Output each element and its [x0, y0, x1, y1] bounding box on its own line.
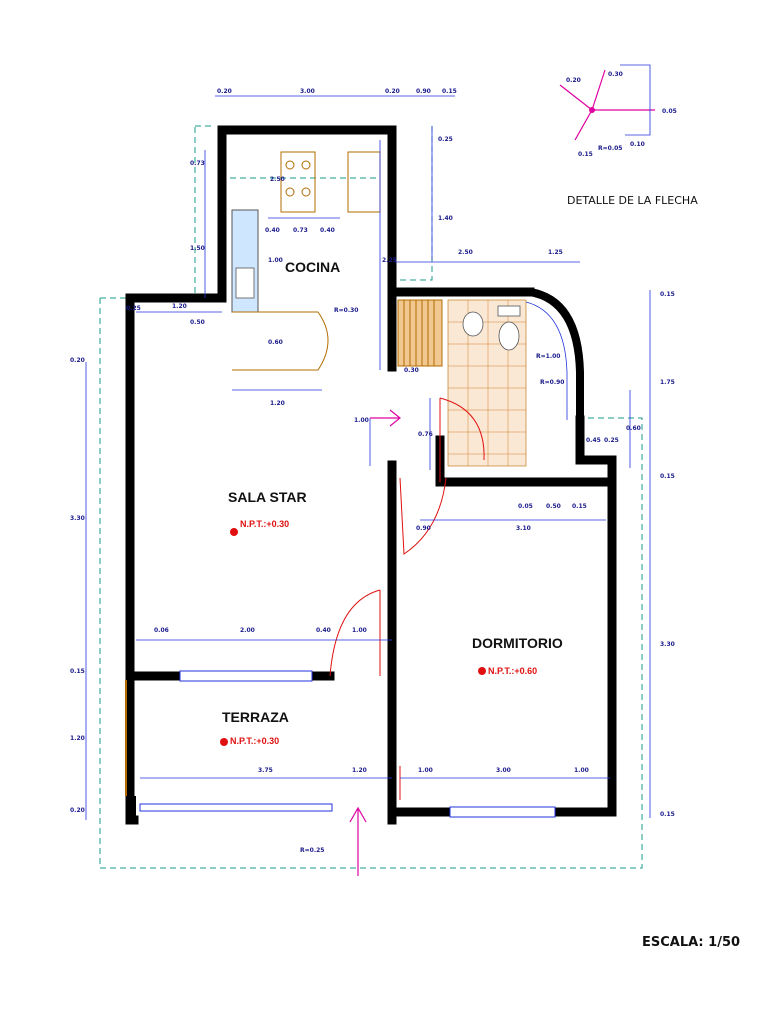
dim-label: 0.60 [626, 425, 641, 432]
dim-label: 2.00 [240, 627, 255, 634]
walls [125, 125, 617, 825]
dim-label: 1.25 [548, 249, 563, 256]
level-sala: N.P.T.:+0.30 [240, 519, 289, 529]
dim-label: 3.10 [516, 525, 531, 532]
dim-label: 0.30 [608, 71, 623, 78]
dim-label: R=0.30 [334, 307, 358, 314]
dim-label: 0.10 [630, 141, 645, 148]
dim-label: 2.50 [458, 249, 473, 256]
dim-label: 0.45 [586, 437, 601, 444]
dim-label: 3.00 [496, 767, 511, 774]
dim-label: 0.15 [660, 291, 675, 298]
terraza-post [126, 796, 136, 818]
stairs [397, 299, 443, 367]
dim-label: 3.30 [660, 641, 675, 648]
dim-label: 0.06 [154, 627, 169, 634]
dim-label: 1.20 [352, 767, 367, 774]
dim-label: 0.15 [578, 151, 593, 158]
curved-wall [529, 288, 584, 420]
dim-label: 0.60 [268, 339, 283, 346]
dim-label: 3.00 [300, 88, 315, 95]
dim-label: 1.20 [172, 303, 187, 310]
dim-label: 0.15 [442, 88, 457, 95]
dim-label: 0.15 [572, 503, 587, 510]
room-cocina: COCINA [285, 259, 340, 275]
dim-label: 0.25 [438, 136, 453, 143]
dim-label: R=0.90 [540, 379, 564, 386]
dim-label: 1.00 [268, 257, 283, 264]
dim-label: 0.15 [660, 473, 675, 480]
kitchen-sink [231, 209, 259, 313]
dim-label: 0.76 [418, 431, 433, 438]
dim-label: 0.25 [126, 305, 141, 312]
room-sala: SALA STAR [228, 489, 307, 505]
stove [280, 151, 381, 213]
curved-wall-inner [525, 301, 568, 420]
dim-label: 0.40 [316, 627, 331, 634]
kitchen-counter [232, 311, 329, 371]
bathroom-tiles [447, 299, 527, 467]
level-terraza: N.P.T.:+0.30 [230, 736, 279, 746]
dim-label: 0.20 [70, 357, 85, 364]
dim-label: 1.00 [352, 627, 367, 634]
dim-label: 0.15 [660, 811, 675, 818]
dimension-labels: 0.20 3.00 0.20 0.90 0.15 0.73 2.50 0.40 … [70, 71, 677, 854]
detail-caption: DETALLE DE LA FLECHA [567, 194, 698, 207]
level-dormitorio: N.P.T.:+0.60 [488, 666, 537, 676]
dim-label: 0.20 [385, 88, 400, 95]
dim-label: 1.75 [660, 379, 675, 386]
dim-label: 0.15 [70, 668, 85, 675]
dim-label: 3.75 [258, 767, 273, 774]
dim-label: 1.40 [438, 215, 453, 222]
dim-label: 0.50 [190, 319, 205, 326]
dim-label: 1.20 [70, 735, 85, 742]
dim-label: 0.40 [320, 227, 335, 234]
dim-label: 1.00 [354, 417, 369, 424]
dim-label: R=0.25 [300, 847, 324, 854]
scale-label: ESCALA: 1/50 [642, 935, 740, 950]
dim-label: 0.90 [416, 88, 431, 95]
dim-label: 0.20 [217, 88, 232, 95]
dim-label: 0.25 [604, 437, 619, 444]
doors [329, 397, 485, 800]
dim-label: 0.30 [404, 367, 419, 374]
dim-label: R=1.00 [536, 353, 560, 360]
dim-label: R=0.05 [598, 145, 622, 152]
dim-label: 0.05 [518, 503, 533, 510]
dim-label: 0.05 [662, 108, 677, 115]
dashed-site-outline [99, 125, 643, 869]
arrow-detail-icon [559, 64, 655, 141]
dim-label: 0.73 [293, 227, 308, 234]
level-marker-icons [220, 528, 486, 746]
dim-label: 0.20 [70, 807, 85, 814]
dim-label: 1.20 [270, 400, 285, 407]
dim-label: 0.90 [416, 525, 431, 532]
room-dormitorio: DORMITORIO [472, 635, 563, 651]
room-terraza: TERRAZA [222, 709, 289, 725]
dim-label: 0.73 [190, 160, 205, 167]
dimension-lines [85, 95, 651, 820]
dim-label: 1.50 [190, 245, 205, 252]
window-terraza [139, 803, 333, 812]
dim-label: 1.00 [574, 767, 589, 774]
dim-label: 0.50 [546, 503, 561, 510]
dim-label: 2.25 [382, 257, 397, 264]
dim-label: 3.30 [70, 515, 85, 522]
dim-label: 1.00 [418, 767, 433, 774]
window-sala [179, 670, 313, 682]
window-dormitorio [449, 806, 556, 818]
dim-label: 0.40 [265, 227, 280, 234]
dim-label: 2.50 [270, 176, 285, 183]
dim-label: 0.20 [566, 77, 581, 84]
entry-arrow-icon [349, 409, 401, 876]
